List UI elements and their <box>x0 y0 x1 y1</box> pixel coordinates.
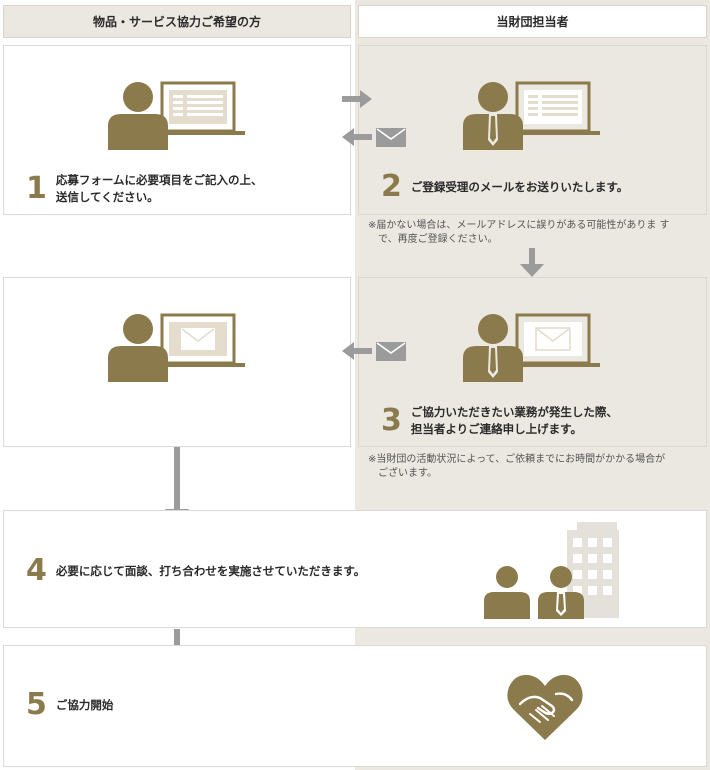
person-mail-icon <box>108 313 245 382</box>
handshake-heart-icon <box>507 674 583 740</box>
step5-text: ご協力開始 <box>55 697 114 712</box>
person-tie-mail-icon <box>463 313 600 382</box>
step2-text: ご登録受理のメールをお送りいたします。 <box>410 179 629 194</box>
person-tie-computer-icon <box>463 81 600 150</box>
step5: 5 ご協力開始 <box>26 690 113 720</box>
arrow-right-icon <box>342 90 372 108</box>
step3-number: 3 <box>381 403 402 438</box>
note-after-step3: ※当財団の活動状況によって、ご依頼までにお時間がかかる場合が ございます。 <box>368 454 666 479</box>
person-computer-icon <box>108 81 245 150</box>
step4-text: 必要に応じて面談、打ち合わせを実施させていただきます。 <box>55 563 366 578</box>
step1: 1 応募フォームに必要項目をご記入の上、 送信してください。 <box>26 172 263 206</box>
step4: 4 必要に応じて面談、打ち合わせを実施させていただきます。 <box>26 556 365 586</box>
envelope-icon <box>376 128 406 147</box>
arrow-down-icon <box>520 248 544 277</box>
step4-number: 4 <box>26 553 47 588</box>
note-after-step2: ※届かない場合は、メールアドレスに誤りがある可能性がありま す で、再度ご登録く… <box>368 220 670 245</box>
meeting-people-icon <box>484 566 584 619</box>
step5-box <box>3 645 707 767</box>
arrow-left-icon <box>342 342 372 360</box>
header-applicant: 物品・サービス協力ご希望の方 <box>3 5 351 38</box>
arrow-left-icon <box>342 128 372 146</box>
step1-number: 1 <box>26 171 47 206</box>
step5-number: 5 <box>26 687 47 722</box>
step1-text: 応募フォームに必要項目をご記入の上、 送信してください。 <box>55 173 263 204</box>
step2-number: 2 <box>381 169 402 204</box>
header-staff: 当財団担当者 <box>358 5 707 38</box>
arrow-down-icon <box>165 447 189 524</box>
step3-text: ご協力いただきたい業務が発生した際、 担当者よりご連絡申し上げます。 <box>410 405 618 436</box>
step3: 3 ご協力いただきたい業務が発生した際、 担当者よりご連絡申し上げます。 <box>381 404 618 438</box>
envelope-icon <box>376 342 406 361</box>
step2: 2 ご登録受理のメールをお送りいたします。 <box>381 172 628 202</box>
